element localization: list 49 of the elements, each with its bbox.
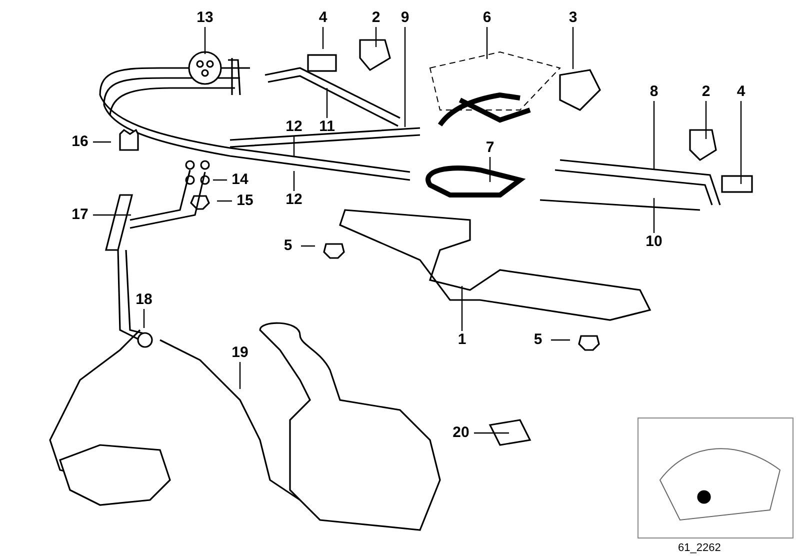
callout-number: 18 bbox=[131, 291, 157, 309]
callout-number: 20 bbox=[448, 424, 474, 442]
leader-line bbox=[143, 309, 145, 328]
callout-number: 10 bbox=[641, 233, 667, 251]
callout-number: 4 bbox=[728, 83, 754, 101]
leader-line bbox=[489, 157, 491, 182]
leader-line bbox=[326, 88, 328, 118]
leader-line bbox=[474, 432, 509, 434]
callout-number: 17 bbox=[67, 206, 93, 224]
callout-number: 11 bbox=[314, 118, 340, 136]
callout-number: 13 bbox=[192, 9, 218, 27]
leader-line bbox=[653, 198, 655, 233]
callout-number: 2 bbox=[363, 9, 389, 27]
callout-number: 19 bbox=[227, 344, 253, 362]
leader-line bbox=[705, 101, 707, 139]
leader-line bbox=[551, 339, 570, 341]
callout-number: 6 bbox=[474, 9, 500, 27]
callout-number: 1 bbox=[449, 331, 475, 349]
drawing-code: 61_2262 bbox=[678, 542, 721, 554]
leader-line bbox=[301, 245, 315, 247]
leader-line bbox=[217, 200, 232, 202]
leader-line bbox=[93, 214, 131, 216]
leader-line bbox=[93, 141, 111, 143]
leader-line bbox=[653, 101, 655, 169]
leader-line bbox=[740, 101, 742, 184]
callout-number: 12 bbox=[281, 118, 307, 136]
leader-line bbox=[375, 27, 377, 47]
callout-number: 3 bbox=[560, 9, 586, 27]
callout-number: 14 bbox=[227, 171, 253, 189]
callout-number: 7 bbox=[477, 139, 503, 157]
callout-number: 4 bbox=[310, 9, 336, 27]
leader-line bbox=[204, 27, 206, 54]
leader-line bbox=[404, 27, 406, 127]
leader-line bbox=[486, 27, 488, 59]
callout-number: 8 bbox=[641, 83, 667, 101]
callout-number: 16 bbox=[67, 133, 93, 151]
callout-number: 15 bbox=[232, 192, 258, 210]
callout-number: 5 bbox=[275, 237, 301, 255]
callout-number: 2 bbox=[693, 83, 719, 101]
callout-number: 9 bbox=[392, 9, 418, 27]
leader-line bbox=[293, 171, 295, 191]
callout-number: 5 bbox=[525, 331, 551, 349]
leader-line bbox=[213, 179, 227, 181]
leader-line bbox=[293, 136, 295, 156]
leader-line bbox=[239, 362, 241, 389]
leader-line bbox=[322, 27, 324, 49]
callout-number: 12 bbox=[281, 191, 307, 209]
leader-line bbox=[461, 286, 463, 331]
leader-line bbox=[572, 27, 574, 69]
